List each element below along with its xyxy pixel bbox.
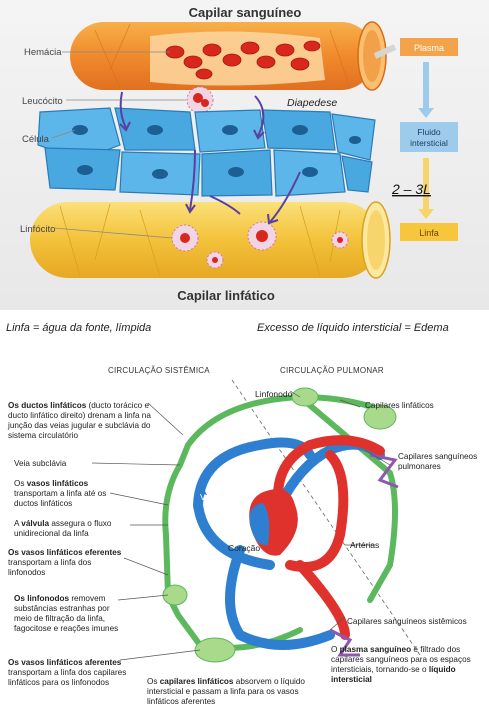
flow-linfa: Linfa [419, 228, 439, 238]
red-blood-cells [165, 40, 321, 80]
note-eferentes: Os vasos linfáticos eferentes transporta… [8, 548, 122, 577]
note-capilares-sistemicos: Capilares sanguíneos sistêmicos [347, 617, 467, 626]
lymphocytes [171, 221, 349, 269]
title-blood-capillary: Capilar sanguíneo [189, 5, 302, 20]
lymph-node-left [162, 584, 188, 606]
label-linfocito: Linfócito [20, 224, 55, 235]
note-ductos: Os ductos linfáticos (ducto torácico e d… [8, 401, 151, 440]
lymph-node-bottom [194, 637, 236, 663]
heart [249, 489, 298, 556]
leader-lines [91, 390, 391, 661]
capillary-illustration: Capilar sanguíneo Capilar linfático Hemá… [0, 0, 489, 310]
lymph-capillaries-top [363, 404, 397, 430]
note-vasos-linfaticos: Os vasos linfáticos transportam a linfa … [14, 479, 107, 508]
caption-edema: Excesso de líquido intersticial = Edema [257, 322, 449, 334]
lymph-node-top [291, 387, 319, 407]
header-pulmonar: CIRCULAÇÃO PULMONAR [280, 366, 384, 375]
note-aferentes: Os vasos linfáticos aferentes transporta… [8, 658, 127, 687]
label-celula: Célula [22, 134, 50, 145]
note-capilares-linfaticos: Capilares linfáticos [365, 401, 434, 410]
blood-capillary [70, 21, 387, 114]
flow-fluido-2: intersticial [410, 138, 448, 148]
vein-arrows [197, 485, 207, 495]
label-hemacia: Hemácia [24, 47, 62, 58]
header-sistemica: CIRCULAÇÃO SISTÊMICA [108, 366, 210, 375]
capillary-beds [329, 453, 399, 657]
note-veia-subclavia: Veia subclávia [14, 459, 67, 468]
label-veias: Veias [200, 492, 221, 502]
lymph-nodes [162, 387, 397, 663]
flow-column [373, 38, 458, 241]
note-capilares-absorvem: Os capilares linfáticos absorvem o líqui… [147, 677, 305, 706]
plasma-box [400, 38, 458, 56]
leukocyte [186, 86, 214, 114]
note-valvula: A válvula assegura o fluxo unidirecional… [14, 519, 112, 538]
lymph-capillary [30, 201, 391, 279]
linfa-box [400, 223, 458, 241]
label-linfonodo: Linfonodo [255, 389, 293, 399]
label-leucocito: Leucócito [22, 96, 63, 107]
fluido-box [400, 122, 458, 152]
tissue-cells [37, 107, 376, 197]
label-coracao: Coração [228, 543, 260, 553]
circulation-diagram: CIRCULAÇÃO SISTÊMICA CIRCULAÇÃO PULMONAR… [91, 366, 421, 663]
flow-plasma: Plasma [414, 43, 444, 53]
label-diapedese: Diapedese [287, 97, 337, 109]
caption-linfa: Linfa = água da fonte, límpida [6, 322, 152, 334]
note-plasma: O plasma sanguíneo é filtrado dos capila… [331, 645, 471, 684]
note-linfonodos: Os linfonodos removem substâncias estran… [14, 594, 119, 633]
label-arterias: Artérias [350, 540, 379, 550]
label-volume: 2 – 3L [391, 181, 431, 197]
note-capilares-pulmonares: Capilares sanguíneos pulmonares [398, 452, 478, 471]
title-lymph-capillary: Capilar linfático [177, 288, 275, 303]
flow-arrows [119, 91, 301, 225]
flow-fluido-1: Fluido [417, 127, 440, 137]
